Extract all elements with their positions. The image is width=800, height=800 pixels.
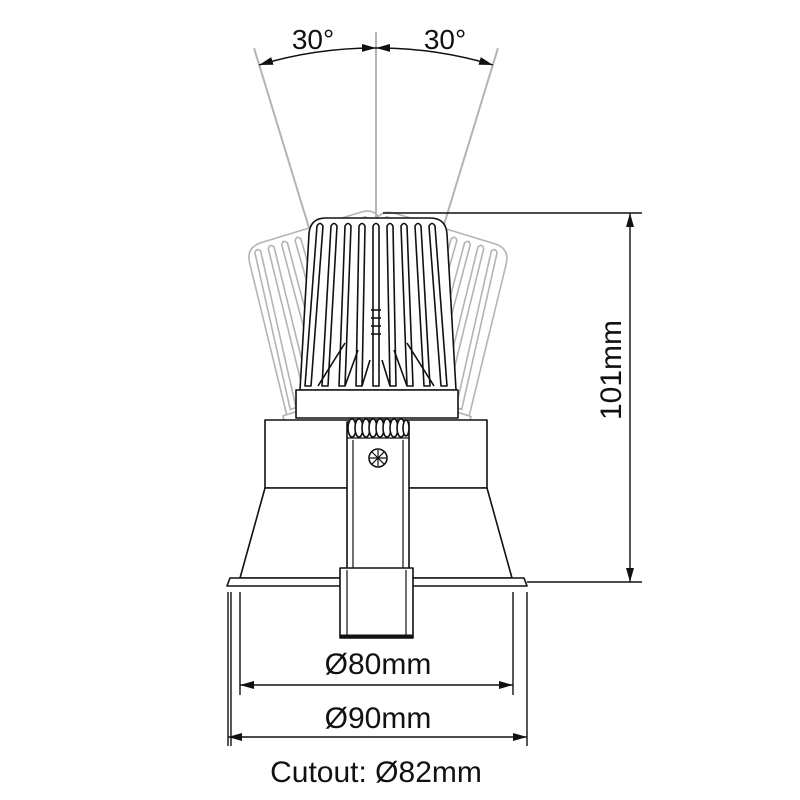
- bracket-foot-edges: [346, 570, 407, 636]
- height-dimension: 101mm: [383, 212, 642, 583]
- spring-coil: [347, 418, 410, 439]
- inner-diameter-label: Ø80mm: [325, 648, 432, 681]
- ghost-tilt-left: [231, 47, 447, 444]
- trim-body: [226, 419, 528, 587]
- mounting-bracket: [339, 418, 414, 639]
- tilt-arc-left: [258, 43, 377, 66]
- tilt-arc-right: [375, 43, 494, 66]
- angle-right-label: 30°: [424, 24, 466, 55]
- heatsink: [295, 217, 459, 419]
- bracket-plate: [346, 421, 410, 576]
- ghost-axis-right: [441, 47, 499, 229]
- screw-icon: [368, 448, 388, 468]
- inner-diameter-dimension: Ø80mm: [239, 592, 514, 695]
- ghost-axis-left: [253, 47, 311, 229]
- cutout-label: Cutout: Ø82mm: [270, 756, 482, 789]
- bracket-edges: [352, 440, 404, 575]
- outer-diameter-label: Ø90mm: [325, 702, 432, 735]
- ghost-tilt-right: [307, 47, 523, 445]
- height-label: 101mm: [595, 320, 628, 420]
- bracket-foot: [339, 567, 414, 639]
- outer-diameter-dimension: Ø90mm: [227, 592, 528, 746]
- angle-left-label: 30°: [292, 24, 334, 55]
